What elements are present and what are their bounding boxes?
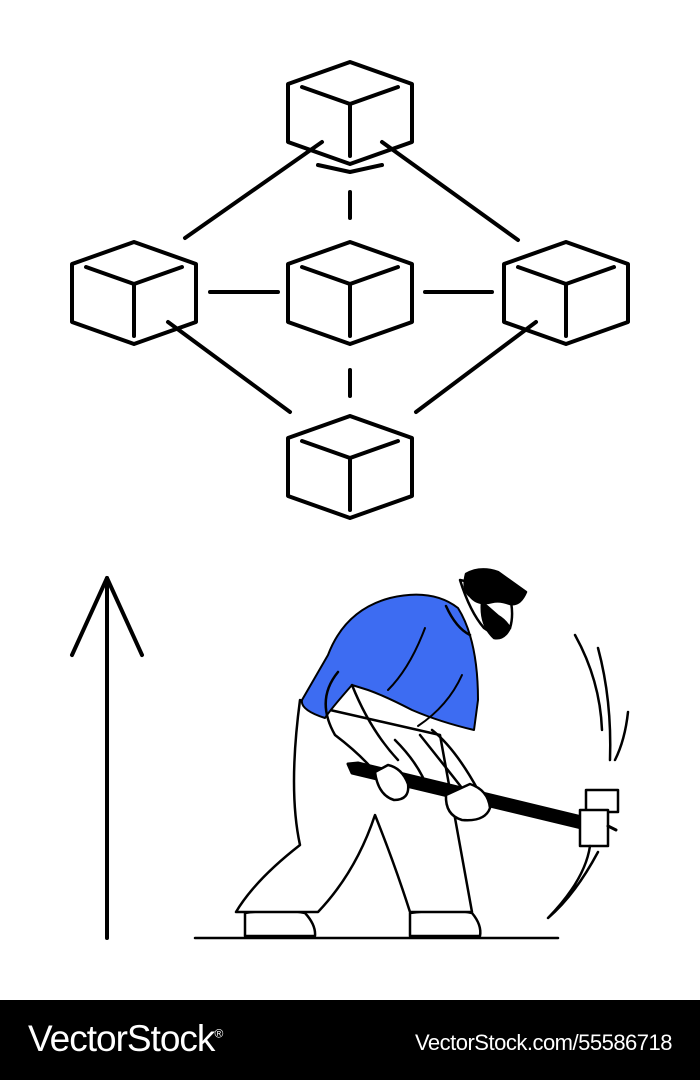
block-cube-right [502, 240, 630, 346]
block-cube-center [286, 240, 414, 346]
brand-name: VectorStock [28, 1018, 215, 1059]
upward-arrow-icon [70, 576, 144, 940]
block-cube-top [286, 60, 414, 166]
block-cube-bottom [286, 414, 414, 520]
block-cube-left [70, 240, 198, 346]
miner-with-pickaxe-icon [193, 568, 630, 940]
vectorstock-logo: VectorStock® [28, 1018, 223, 1060]
network-connectors [166, 140, 538, 414]
registered-mark: ® [214, 1026, 223, 1041]
watermark-footer: VectorStock® VectorStock.com/55586718 [0, 1000, 700, 1080]
image-id-text: VectorStock.com/55586718 [414, 1030, 673, 1055]
blockchain-network-icon [70, 60, 630, 520]
blockchain-mining-illustration [70, 60, 630, 940]
